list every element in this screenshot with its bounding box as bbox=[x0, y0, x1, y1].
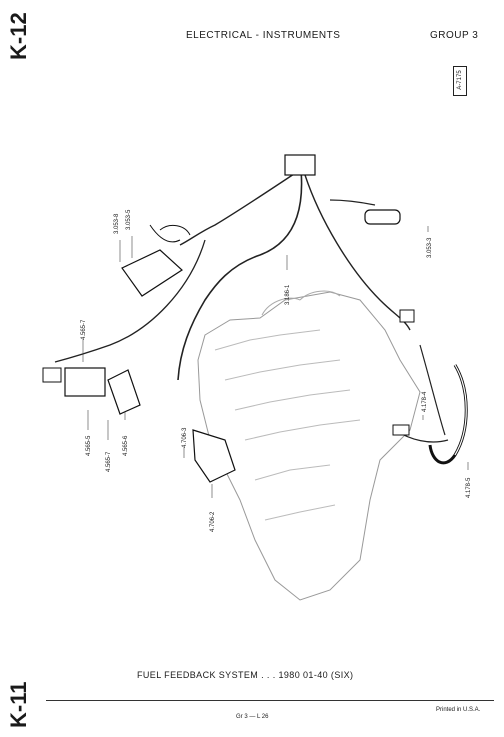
printed-note: Printed in U.S.A. bbox=[436, 707, 481, 713]
sensor-body bbox=[364, 209, 401, 225]
harness-branch-left bbox=[54, 239, 206, 363]
group-label: GROUP 3 bbox=[430, 30, 479, 41]
part-label: 4.565-7 bbox=[106, 451, 112, 472]
engine-cylinder-row bbox=[261, 290, 341, 316]
solenoid-assembly bbox=[192, 429, 236, 483]
engine-block-outline bbox=[197, 291, 421, 601]
part-label: 4.565-7 bbox=[81, 319, 87, 340]
harness-connector bbox=[284, 154, 316, 176]
control-module bbox=[121, 249, 183, 297]
part-label: 4.178-5 bbox=[466, 477, 472, 498]
main-harness bbox=[177, 159, 303, 381]
part-label: 4.706-3 bbox=[182, 427, 188, 448]
figure-caption: FUEL FEEDBACK SYSTEM . . . 1980 01-40 (S… bbox=[137, 670, 354, 680]
harness-branch-upper bbox=[179, 169, 301, 246]
part-label: 3.053-5 bbox=[126, 209, 132, 230]
engine-block-detail bbox=[214, 329, 361, 521]
part-label: 3.053-8 bbox=[114, 213, 120, 234]
harness-branch-sensor bbox=[329, 199, 376, 206]
part-label: 4.565-5 bbox=[86, 435, 92, 456]
part-label: 3.053-3 bbox=[427, 237, 433, 258]
part-label: 3.186-1 bbox=[285, 284, 291, 305]
sensor-hose bbox=[428, 364, 468, 465]
footer-divider bbox=[46, 700, 494, 701]
part-label: 4.178-4 bbox=[422, 391, 428, 412]
illustration-ref-box: A-7175 bbox=[453, 66, 467, 96]
page-title: ELECTRICAL - INSTRUMENTS bbox=[186, 30, 341, 41]
relay-bracket bbox=[107, 369, 141, 415]
part-label: 4.706-2 bbox=[210, 511, 216, 532]
relay-block bbox=[64, 367, 106, 397]
harness-branch-right bbox=[304, 174, 411, 331]
part-label: 4.565-6 bbox=[123, 435, 129, 456]
page-reference: Gr 3 — L 26 bbox=[236, 714, 269, 720]
